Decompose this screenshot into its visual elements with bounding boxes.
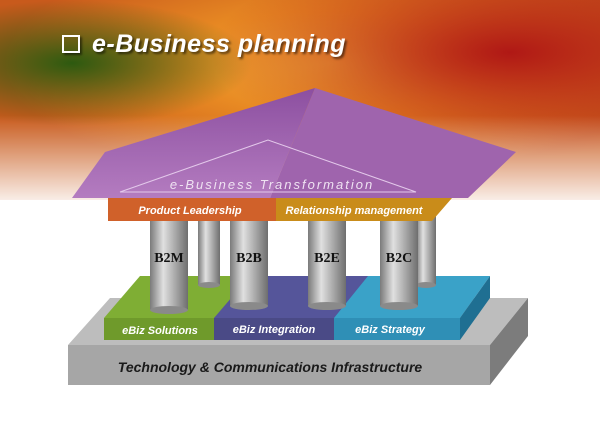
beam-left-shape [108, 198, 276, 221]
platform-middle-label: eBiz Integration [233, 324, 316, 336]
platform-middle-front [214, 318, 344, 340]
pillar-b2m: B2M [150, 218, 188, 314]
pillar-b2e: B2E [308, 218, 346, 310]
pillar-b2m-shaft [150, 218, 188, 310]
foundation-side [490, 298, 528, 385]
pillar-b2m-base [150, 306, 188, 314]
slide-title-text: e-Business planning [92, 30, 346, 58]
roof-left-slope [72, 88, 315, 198]
platform-right-label: eBiz Strategy [355, 324, 426, 336]
pillar-b2c-shaft [380, 218, 418, 306]
pillar-b2m-label: B2M [154, 251, 184, 266]
checkbox-bullet-icon [62, 35, 80, 53]
back-pillar-right [416, 215, 436, 285]
pillar-b2b-label: B2B [236, 251, 262, 266]
roof: e-Business Transformation [72, 88, 516, 198]
beam-left-label: Product Leadership [138, 205, 242, 217]
foundation-front [68, 345, 490, 385]
pillar-b2e-shaft [308, 218, 346, 306]
pillar-b2b: B2B [230, 218, 268, 310]
roof-right-slope [270, 88, 516, 198]
platform-left-front [104, 318, 228, 340]
pillar-b2c-label: B2C [386, 251, 412, 266]
back-pillar-left [198, 215, 220, 285]
back-pillar-right-base [416, 282, 436, 288]
beam-left: Product Leadership [108, 198, 276, 221]
beam-right-label: Relationship management [286, 205, 424, 217]
roof-pediment [119, 139, 417, 193]
pillar-b2c: B2C [380, 218, 418, 310]
pillar-b2e-base [308, 302, 346, 310]
pillar-b2b-shaft [230, 218, 268, 306]
pillar-b2b-base [230, 302, 268, 310]
platform-left-label: eBiz Solutions [122, 325, 198, 337]
roof-label: e-Business Transformation [170, 177, 374, 192]
platform-right-side [460, 276, 490, 340]
beam-right-shape [276, 198, 452, 221]
pillar-b2e-label: B2E [314, 251, 340, 266]
pillar-b2c-base [380, 302, 418, 310]
slide-title: e-Business planning [62, 30, 346, 59]
back-pillar-left-base [198, 282, 220, 288]
beam-right: Relationship management [276, 198, 452, 221]
platform-right: eBiz Strategy [334, 276, 490, 340]
foundation-label: Technology & Communications Infrastructu… [118, 359, 423, 375]
platform-right-front [334, 318, 460, 340]
